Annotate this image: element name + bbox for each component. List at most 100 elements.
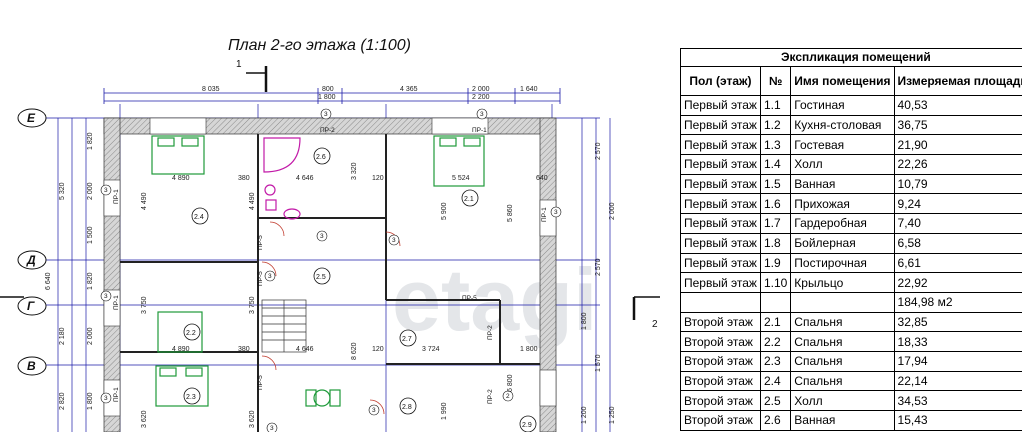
cell-area: 6,61 bbox=[893, 252, 1022, 274]
dim-text: 8 620 bbox=[351, 342, 358, 360]
cell-num: 1.1 bbox=[759, 95, 792, 116]
section-mark-1: 1 bbox=[236, 59, 268, 92]
door-tag: ПР-5 bbox=[257, 271, 264, 286]
window-marker: 3 bbox=[392, 237, 396, 244]
room-id-2-3: 2.3 bbox=[186, 394, 196, 401]
room-id-2-4: 2.4 bbox=[194, 214, 204, 221]
cell-num: 1.2 bbox=[759, 114, 792, 136]
cell-name: Кухня-столовая bbox=[790, 114, 895, 136]
dim-text: 5 860 bbox=[507, 204, 514, 222]
dim-2000: 2 000 bbox=[472, 86, 490, 93]
dim-text: 1 820 bbox=[87, 132, 94, 150]
cell-num: 2.1 bbox=[759, 311, 792, 333]
dim-text: 5 900 bbox=[441, 202, 448, 220]
cell-num: 1.6 bbox=[759, 193, 792, 215]
window-marker: 3 bbox=[104, 293, 108, 300]
cell-num: 2.4 bbox=[759, 370, 792, 392]
cell-name: Постирочная bbox=[790, 252, 895, 274]
cell-area: 22,14 bbox=[893, 370, 1022, 392]
door-arcs bbox=[261, 221, 401, 415]
cell-floor: Первый этаж bbox=[680, 193, 761, 215]
cell-name: Спальня bbox=[790, 350, 895, 372]
dim-text: 3 620 bbox=[141, 410, 148, 428]
bath-fixtures bbox=[263, 137, 301, 220]
door-tag: ПР-1 bbox=[113, 387, 120, 402]
cell-name: Прихожая bbox=[790, 193, 895, 215]
explication-table: Экспликация помещений Пол (этаж) № Имя п… bbox=[680, 48, 1022, 431]
dim-text: 1 570 bbox=[595, 354, 602, 372]
door-tag: ПР-2 bbox=[487, 325, 494, 340]
cell-name: Крыльцо bbox=[790, 272, 895, 293]
dim-4365: 4 365 bbox=[400, 86, 418, 93]
door-tag: ПР-2 bbox=[320, 127, 335, 134]
cell-num: 2.3 bbox=[759, 350, 792, 372]
dim-text: 1 800 bbox=[520, 346, 538, 353]
cell-floor: Первый этаж bbox=[680, 95, 761, 116]
room-vertical-dims: 4 490 4 490 3 320 5 900 5 860 3 750 3 75… bbox=[141, 162, 514, 428]
room-id-2-6: 2.6 bbox=[316, 154, 326, 161]
cell-area: 7,40 bbox=[893, 213, 1022, 234]
section-mark-2: 2 bbox=[632, 296, 660, 330]
dim-text: 380 bbox=[238, 346, 250, 353]
cell-floor: Первый этаж bbox=[680, 252, 761, 274]
cell-area: 32,85 bbox=[893, 311, 1022, 333]
room-id-2-1: 2.1 bbox=[464, 196, 474, 203]
cell-floor: Второй этаж bbox=[680, 311, 761, 333]
window-marker: 3 bbox=[320, 233, 324, 240]
room-markers bbox=[183, 147, 537, 432]
cell-name: Спальня bbox=[790, 311, 895, 333]
door-tag: ПР-5 bbox=[462, 295, 477, 302]
door-tag: ПР-1 bbox=[113, 295, 120, 310]
cell-area: 34,53 bbox=[893, 390, 1022, 411]
room-id-2-9: 2.9 bbox=[522, 422, 532, 429]
cell-area: 6,58 bbox=[893, 232, 1022, 254]
dim-text: 4 490 bbox=[141, 192, 148, 210]
cell-floor: Второй этаж bbox=[680, 370, 761, 392]
top-dimension-lines bbox=[103, 88, 561, 104]
cell-num: 2.2 bbox=[759, 331, 792, 352]
cell-floor: Второй этаж bbox=[680, 390, 761, 411]
dim-text: 2 820 bbox=[59, 392, 66, 410]
cell-floor: Первый этаж bbox=[680, 154, 761, 175]
dim-text: 1 820 bbox=[87, 272, 94, 290]
table-title: Экспликация помещений bbox=[680, 48, 1022, 67]
dim-text: 4 646 bbox=[296, 346, 314, 353]
window-marker: 3 bbox=[270, 425, 274, 432]
dim-text: 1 800 bbox=[87, 392, 94, 410]
cell-num: 2.5 bbox=[759, 390, 792, 411]
cell-name: Гардеробная bbox=[790, 213, 895, 234]
dim-text: 5 524 bbox=[452, 175, 470, 182]
dim-text: 5 320 bbox=[59, 182, 66, 200]
dim-1640: 1 640 bbox=[520, 86, 538, 93]
cell-floor: Первый этаж bbox=[680, 272, 761, 293]
room-id-2-5: 2.5 bbox=[316, 274, 326, 281]
axis-label-g: Г bbox=[27, 299, 35, 313]
dim-text: 3 724 bbox=[422, 346, 440, 353]
door-tag: ПР-5 bbox=[257, 235, 264, 250]
cell-num bbox=[759, 291, 792, 313]
cell-name: Ванная bbox=[790, 410, 895, 431]
axis-label-v: В bbox=[27, 359, 36, 373]
dim-text: 2 570 bbox=[595, 258, 602, 276]
beds bbox=[151, 135, 485, 407]
cell-area: 36,75 bbox=[893, 114, 1022, 136]
dim-text: 4 890 bbox=[172, 346, 190, 353]
dim-text: 2 000 bbox=[87, 327, 94, 345]
cell-num: 1.5 bbox=[759, 173, 792, 195]
dim-text: 4 890 bbox=[172, 175, 190, 182]
dim-8035: 8 035 bbox=[202, 86, 220, 93]
top-dimension-texts: 8 035 800 4 365 2 000 1 640 1 800 2 200 bbox=[202, 86, 538, 101]
cell-area-total: 184,98 м2 bbox=[893, 291, 1022, 313]
cell-floor: Второй этаж bbox=[680, 350, 761, 372]
dim-text: 380 bbox=[238, 175, 250, 182]
dim-800: 800 bbox=[322, 86, 334, 93]
dim-text: 3 750 bbox=[249, 296, 256, 314]
